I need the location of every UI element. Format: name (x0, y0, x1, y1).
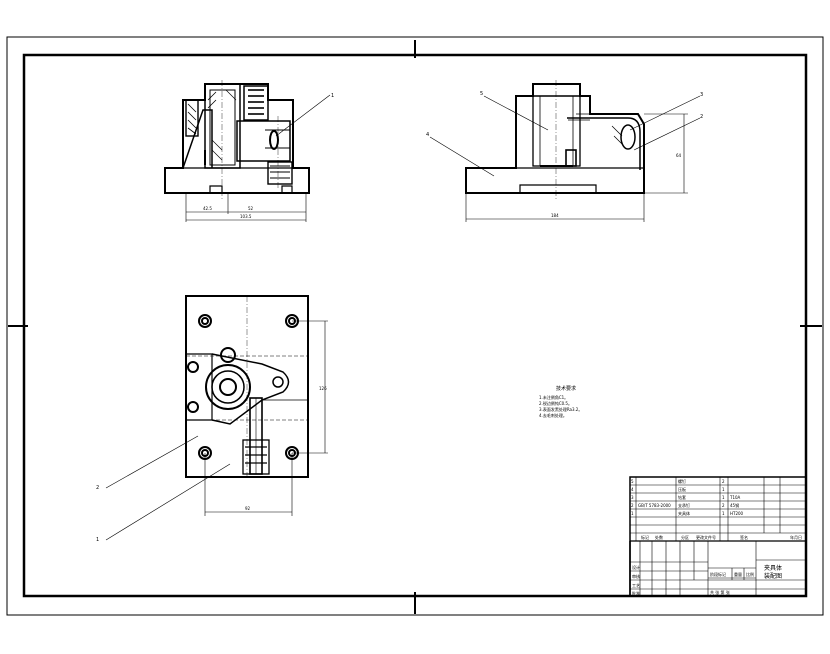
outer-frame (6, 36, 824, 616)
bom-qty: 2 (722, 479, 725, 484)
side-view-labels: 184 64 5 4 3 2 (426, 91, 703, 218)
bom-row-number: 3 (631, 495, 634, 500)
stage-cell: 重量 (734, 571, 742, 577)
header-cell: 年月日 (790, 534, 802, 540)
dim-side-height: 64 (676, 153, 682, 158)
drawing-name: 夹具体 (764, 564, 782, 572)
callout-side-5: 5 (480, 91, 483, 97)
drawing-subname: 装配图 (764, 572, 782, 580)
callout-top-1: 1 (96, 537, 99, 543)
callout-top-2: 2 (96, 485, 99, 491)
dim-side-total: 184 (551, 213, 559, 218)
centering-marks (8, 40, 822, 614)
header-cell: 更改文件号 (696, 534, 716, 540)
callout-side-3: 3 (700, 92, 703, 98)
dim-front-small: 42.5 (203, 206, 212, 211)
bom-row-number: 4 (631, 487, 634, 492)
header-cell: 标记 (641, 534, 649, 540)
notes-line: 4.去毛刺处理。 (539, 412, 567, 418)
role-cell: 审核 (632, 573, 640, 579)
bom-qty: 1 (722, 487, 725, 492)
bom-qty: 1 (722, 511, 725, 516)
title-block (629, 476, 807, 597)
stage-cell: 比例 (746, 571, 754, 577)
top-view-labels: 126 92 2 1 (96, 386, 327, 543)
role-cell: 批准 (632, 590, 640, 596)
bom-part-name: 螺钉 (678, 478, 686, 484)
notes-line: 3.表面发黑处理Ra3.2。 (539, 406, 582, 412)
callout-front-1: 1 (331, 93, 334, 99)
role-cell: 设计 (632, 564, 640, 570)
notes-heading: 技术要求 (556, 385, 576, 392)
bom-qty: 2 (722, 503, 725, 508)
role-cell: 工艺 (632, 583, 640, 588)
notes-line: 1.未注倒角C1。 (539, 394, 568, 400)
header-cell: 处数 (655, 534, 663, 540)
bom-part-name: 夹具体 (678, 510, 690, 516)
bom-row-number: 1 (631, 511, 634, 516)
sheet-label: 共 张 第 张 (710, 589, 730, 595)
dim-front-mid: 52 (248, 206, 254, 211)
bom-standard: GB/T 5783-2000 (638, 503, 671, 508)
bom-material: 45钢 (730, 502, 739, 508)
front-view-labels: 42.5 52 103.5 1 (203, 93, 334, 219)
dim-top-vertical: 126 (319, 386, 327, 391)
callout-side-2: 2 (700, 114, 703, 120)
bom-row-number: 5 (631, 479, 634, 484)
bom-part-name: 支承钉 (678, 502, 690, 508)
side-view (429, 80, 701, 222)
dim-top-horizontal: 92 (245, 506, 251, 511)
bom-part-name: 钻套 (678, 494, 686, 500)
header-cell: 分区 (681, 534, 689, 540)
technical-notes: 技术要求 1.未注倒角C1。 2.锐边倒钝C0.5。 3.表面发黑处理Ra3.2… (539, 385, 582, 418)
dim-front-total: 103.5 (240, 214, 252, 219)
callout-side-4: 4 (426, 132, 429, 138)
bom-row-number: 2 (631, 503, 634, 508)
title-block-text: 5 4 3 2 1 螺钉 压板 钻套 支承钉 夹具体 2 1 1 2 1 T10… (631, 478, 802, 596)
bom-qty: 1 (722, 495, 725, 500)
bom-material: HT200 (730, 511, 744, 516)
bom-part-name: 压板 (678, 486, 686, 492)
top-view (105, 295, 328, 541)
bom-material: T10A (729, 495, 741, 500)
notes-line: 2.锐边倒钝C0.5。 (539, 400, 572, 406)
stage-cell: 阶段标记 (710, 571, 726, 577)
front-view (164, 80, 331, 222)
header-cell: 签名 (740, 534, 748, 540)
